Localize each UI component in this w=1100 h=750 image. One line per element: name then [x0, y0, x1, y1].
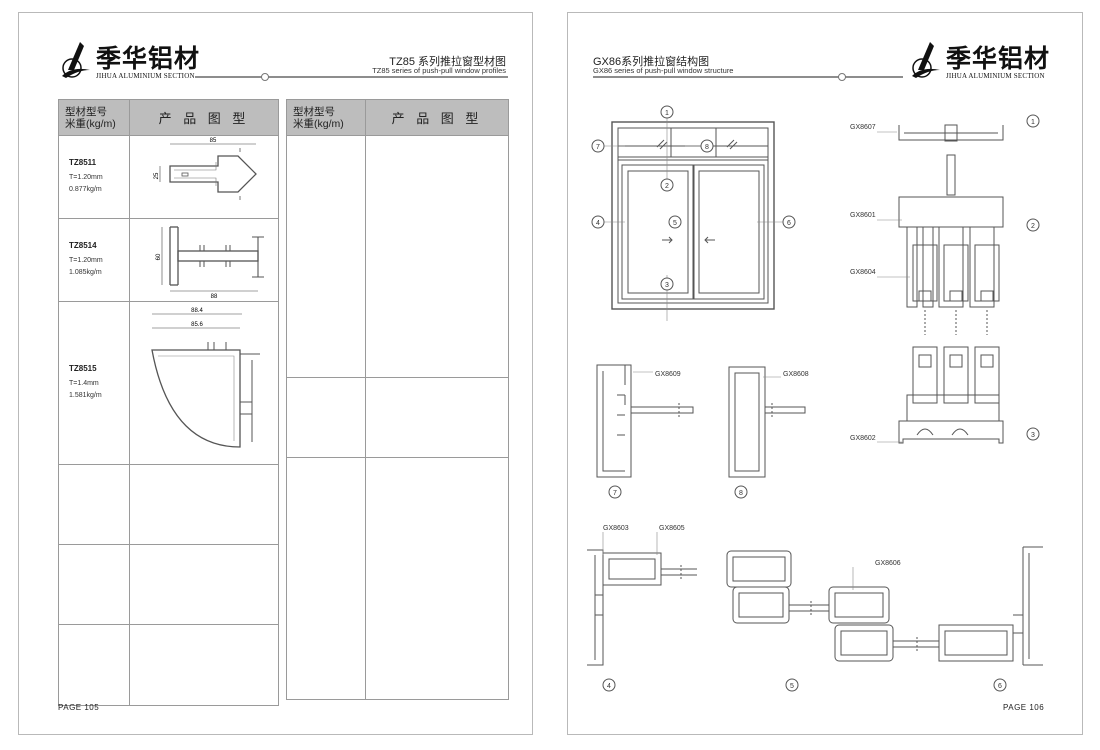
- profile-info: TZ8511 T=1.20mm 0.877kg/m: [58, 135, 130, 219]
- profile-drawing-tz8511: 85 25: [129, 135, 279, 219]
- brand-name-en: JIHUA ALUMINIUM SECTION: [96, 72, 195, 80]
- table-row: [58, 544, 279, 625]
- structure-drawing: GX8607 GX8601 GX8604 GX8602 GX8609 GX860…: [587, 105, 1043, 692]
- table-row: TZ8511 T=1.20mm 0.877kg/m 85 25: [58, 135, 279, 219]
- brand-name-cn: 季华铝材: [96, 44, 201, 73]
- profile-info: TZ8514 T=1.20mm 1.085kg/m: [58, 218, 130, 302]
- svg-text:1: 1: [1031, 119, 1035, 126]
- profile-table-left: 型材型号米重(kg/m) 产 品 图 型 TZ8511 T=1.20mm 0.8…: [58, 99, 279, 706]
- callout-1-side: 1: [1026, 114, 1040, 128]
- page-number-left: PAGE 105: [58, 703, 100, 712]
- callout-1: 1: [660, 105, 674, 119]
- callout-2: 2: [660, 178, 674, 192]
- label-gx8609: GX8609: [655, 371, 681, 378]
- left-page-title: TZ85 系列推拉窗型材图: [389, 56, 506, 68]
- callout-4: 4: [591, 215, 605, 229]
- left-header-rule: [195, 76, 508, 78]
- label-gx8602: GX8602: [850, 435, 876, 442]
- window-elevation: [604, 115, 783, 321]
- svg-text:5: 5: [790, 683, 794, 690]
- profile-table-right: 型材型号米重(kg/m) 产 品 图 型: [286, 99, 509, 700]
- callout-7-section: 7: [608, 485, 622, 499]
- callout-8-section: 8: [734, 485, 748, 499]
- callout-4-section: 4: [602, 678, 616, 692]
- svg-text:88: 88: [211, 294, 218, 299]
- label-gx8607: GX8607: [850, 124, 876, 131]
- label-gx8606: GX8606: [875, 560, 901, 567]
- svg-text:7: 7: [596, 144, 600, 151]
- svg-text:25: 25: [154, 172, 160, 179]
- right-header-rule: [593, 76, 903, 78]
- profile-drawing-tz8515: 88.4 85.6: [129, 301, 279, 465]
- callout-2-side: 2: [1026, 218, 1040, 232]
- callout-8: 8: [700, 139, 714, 153]
- svg-text:2: 2: [1031, 223, 1035, 230]
- label-gx8603: GX8603: [603, 525, 629, 532]
- svg-text:1: 1: [665, 110, 669, 117]
- svg-text:6: 6: [787, 220, 791, 227]
- callout-6: 6: [782, 215, 796, 229]
- svg-text:2: 2: [665, 183, 669, 190]
- col-model-header: 型材型号米重(kg/m): [286, 99, 366, 136]
- left-page-subtitle: TZ85 series of push-pull window profiles: [372, 66, 506, 75]
- callout-3-side: 3: [1026, 427, 1040, 441]
- right-page-subtitle: GX86 series of push-pull window structur…: [593, 66, 734, 75]
- svg-text:60: 60: [156, 253, 162, 260]
- col-model-header: 型材型号米重(kg/m): [58, 99, 130, 136]
- svg-text:85: 85: [210, 138, 217, 144]
- vertical-section: [877, 124, 1004, 444]
- svg-text:3: 3: [1031, 432, 1035, 439]
- right-page-border: [567, 12, 1083, 735]
- right-header-dot: [838, 73, 846, 81]
- label-gx8605: GX8605: [659, 525, 685, 532]
- svg-text:3: 3: [665, 282, 669, 289]
- svg-text:6: 6: [998, 683, 1002, 690]
- table-row: [286, 377, 509, 458]
- table-row: [58, 624, 279, 706]
- brand-logo-right: 季华铝材 JIHUA ALUMINIUM SECTION: [908, 40, 1050, 80]
- table-row: TZ8515 T=1.4mm 1.581kg/m 88.4 85.6: [58, 301, 279, 465]
- table-row: [286, 457, 509, 700]
- page-number-right: PAGE 106: [1003, 703, 1045, 712]
- label-gx8604: GX8604: [850, 269, 876, 276]
- svg-text:8: 8: [705, 144, 709, 151]
- svg-text:8: 8: [739, 490, 743, 497]
- brand-mark-icon: [62, 42, 90, 78]
- callout-5-section: 5: [785, 678, 799, 692]
- brand-name-en: JIHUA ALUMINIUM SECTION: [946, 72, 1045, 80]
- table-row: [58, 464, 279, 545]
- svg-text:5: 5: [673, 220, 677, 227]
- table-row: TZ8514 T=1.20mm 1.085kg/m 60 88: [58, 218, 279, 302]
- col-image-header: 产 品 图 型: [365, 99, 509, 136]
- col-image-header: 产 品 图 型: [129, 99, 279, 136]
- section-7-8: [596, 364, 806, 478]
- label-gx8608: GX8608: [783, 371, 809, 378]
- label-gx8601: GX8601: [850, 212, 876, 219]
- callout-7: 7: [591, 139, 605, 153]
- callout-5: 5: [668, 215, 682, 229]
- brand-name-cn: 季华铝材: [946, 44, 1051, 73]
- svg-text:88.4: 88.4: [191, 308, 203, 314]
- profile-info: TZ8515 T=1.4mm 1.581kg/m: [58, 301, 130, 465]
- brand-logo-left: 季华铝材 JIHUA ALUMINIUM SECTION: [58, 40, 200, 80]
- horizontal-section: [587, 532, 1043, 666]
- left-header-dot: [261, 73, 269, 81]
- brand-mark-icon: [912, 42, 940, 78]
- svg-text:4: 4: [596, 220, 600, 227]
- callout-6-section: 6: [993, 678, 1007, 692]
- left-page-border: [18, 12, 533, 735]
- profile-drawing-tz8514: 60 88: [129, 218, 279, 302]
- table-row: [286, 135, 509, 378]
- svg-text:85.6: 85.6: [191, 322, 203, 328]
- svg-text:4: 4: [607, 683, 611, 690]
- callout-3: 3: [660, 277, 674, 291]
- svg-text:7: 7: [613, 490, 617, 497]
- right-page-title: GX86系列推拉窗结构图: [593, 56, 710, 68]
